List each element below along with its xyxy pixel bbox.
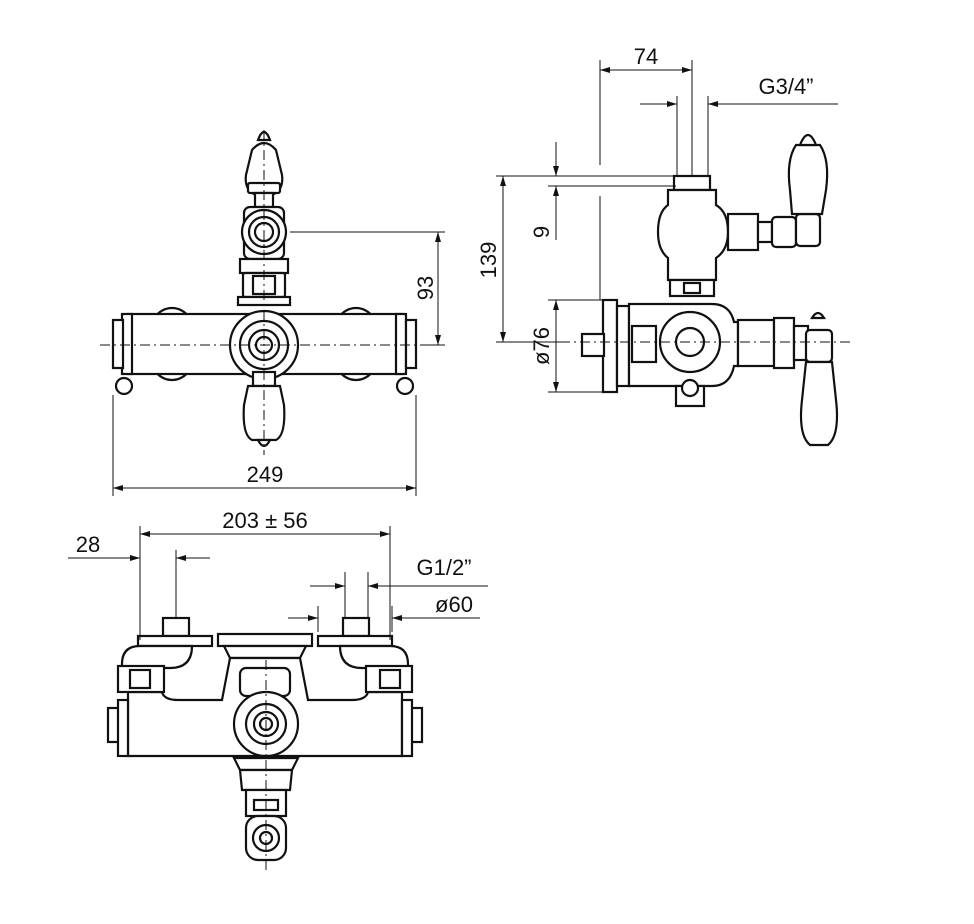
- front-view: 93 249: [100, 130, 445, 496]
- dim-top-diameter: ø60: [435, 592, 473, 617]
- dim-side-gap: 9: [529, 226, 554, 238]
- dim-side-depth: 74: [634, 44, 658, 69]
- top-body: [106, 656, 424, 758]
- dim-side-diameter: ø76: [529, 327, 554, 365]
- dim-top-centers: 203 ± 56: [222, 508, 307, 533]
- dim-top-min: 28: [76, 532, 100, 557]
- side-upper-lever: [787, 133, 829, 248]
- side-main-body: [580, 298, 810, 408]
- top-view: 203 ± 56 28 G1/2” ø60: [68, 508, 488, 870]
- side-view: 74 G3/4” 9 139 ø76: [476, 44, 850, 447]
- dim-front-width: 249: [247, 462, 284, 487]
- dim-side-height: 139: [476, 242, 501, 279]
- outlet-head: [656, 174, 798, 298]
- dim-top-inlet-thread: G1/2”: [416, 555, 471, 580]
- dim-front-height: 93: [413, 276, 438, 300]
- dim-side-outlet-thread: G3/4”: [758, 74, 813, 99]
- side-lower-lever: [799, 311, 839, 447]
